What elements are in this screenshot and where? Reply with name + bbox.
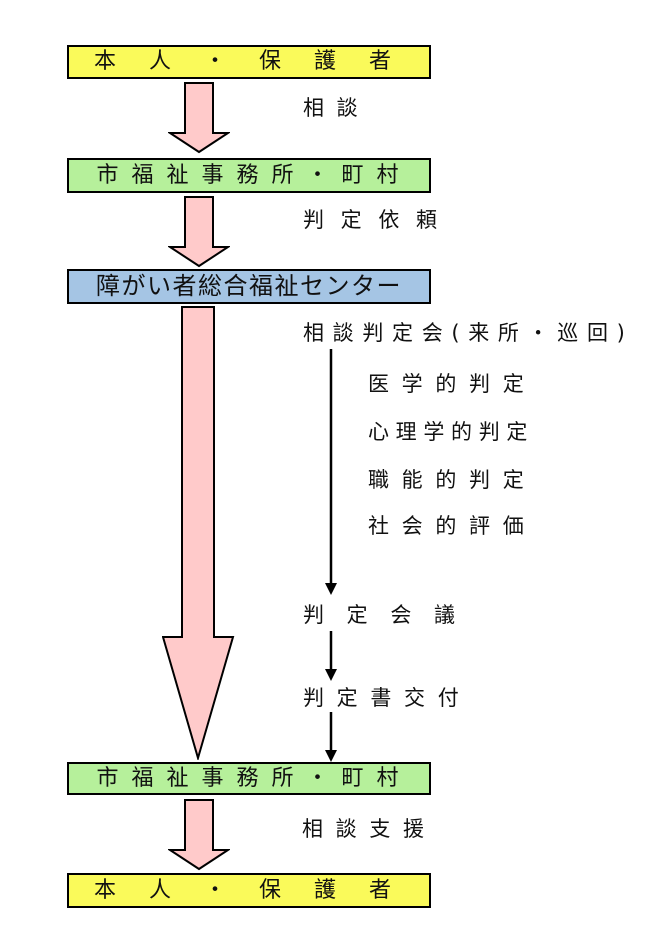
label-medical: 医 学 的 判 定 [368,372,527,396]
label-psychological: 心 理 学 的 判 定 [368,420,528,444]
label-support: 相 談 支 援 [302,817,428,841]
box-office-top: 市 福 祉 事 務 所 ・ 町 村 [67,158,431,193]
arrow-down-request-icon [168,196,230,268]
label-assessment-header: 相 談 判 定 会 ( 来 所 ・ 巡 回 ) [303,321,626,345]
label-request: 判 定 依 頼 [303,208,443,232]
arrow-down-center-icon [162,306,235,760]
label-vocational: 職 能 的 判 定 [368,468,527,492]
label-social: 社 会 的 評 価 [368,514,527,538]
label-issue: 判 定 書 交 付 [303,686,462,710]
arrow-line-issue-icon [325,712,337,762]
box-office-bottom: 市 福 祉 事 務 所 ・ 町 村 [67,762,431,795]
arrow-line-assessment-icon [325,349,337,595]
label-meeting: 判 定 会 議 [303,603,464,627]
box-center: 障がい者総合福祉センター [67,269,431,304]
box-person-bottom: 本 人 ・ 保 護 者 [67,873,431,908]
box-person-top: 本 人 ・ 保 護 者 [67,45,431,79]
arrow-line-meeting-icon [325,631,337,681]
label-consult: 相 談 [303,96,361,120]
arrow-down-consult-icon [168,82,230,154]
arrow-down-support-icon [168,799,230,871]
